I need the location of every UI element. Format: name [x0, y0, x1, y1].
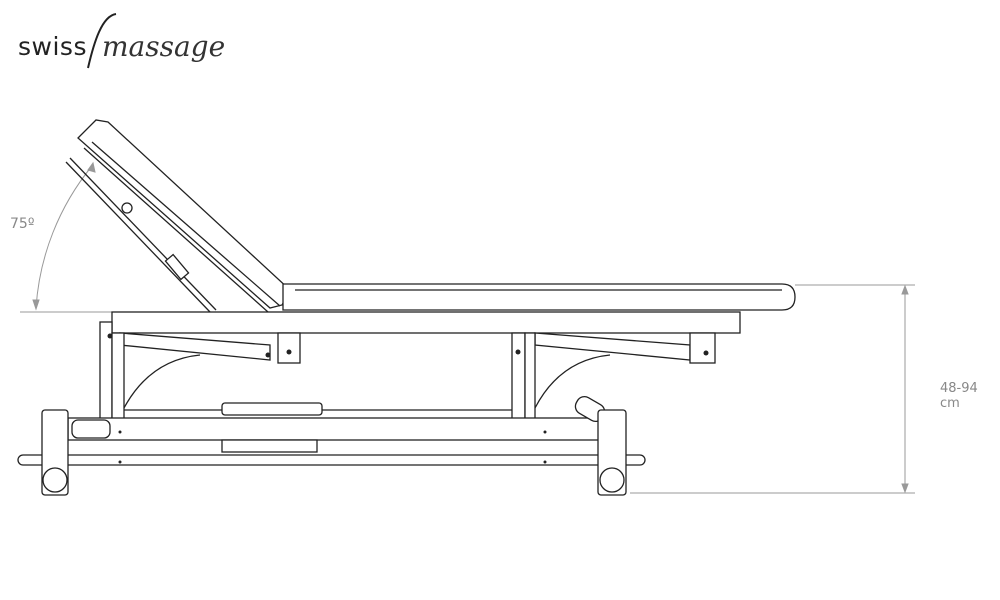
- motor-housing: [221, 439, 318, 453]
- gas-spring: [164, 253, 190, 281]
- logo-swash-icon: [87, 13, 117, 69]
- backrest-frame: [83, 147, 269, 313]
- screws: [107, 333, 709, 464]
- top-frame: [111, 311, 741, 334]
- arrow-icon: [901, 284, 909, 295]
- right-curve: [534, 354, 611, 409]
- foot-pedal: [71, 419, 111, 439]
- right-wheel: [599, 467, 625, 493]
- right-linkage: [534, 332, 691, 361]
- backrest-line: [91, 141, 281, 307]
- backrest-angle-label: 75º: [10, 216, 35, 232]
- backrest-strut: [65, 161, 211, 313]
- logo-text-massage: massage: [102, 30, 226, 63]
- bracket: [689, 332, 716, 364]
- bracket: [277, 332, 301, 364]
- arrow-icon: [87, 161, 96, 173]
- table-outline: [17, 119, 796, 496]
- backrest: [77, 119, 291, 309]
- left-curve: [123, 354, 201, 409]
- logo-text-swiss: swiss: [18, 32, 87, 61]
- left-wheel: [42, 467, 68, 493]
- dimension-lines: [20, 161, 915, 494]
- swiss-massage-logo: swiss massage: [18, 13, 238, 78]
- angle-arc: [35, 165, 93, 309]
- seat-mattress: [282, 283, 796, 311]
- base-frame: [67, 417, 604, 441]
- arrow-icon: [32, 299, 40, 311]
- arrow-icon: [901, 483, 909, 494]
- right-post: [511, 332, 526, 421]
- bottom-bar: [17, 454, 646, 466]
- motor: [221, 402, 323, 416]
- height-range-label: 48-94 cm: [940, 381, 978, 411]
- hinge: [121, 202, 133, 214]
